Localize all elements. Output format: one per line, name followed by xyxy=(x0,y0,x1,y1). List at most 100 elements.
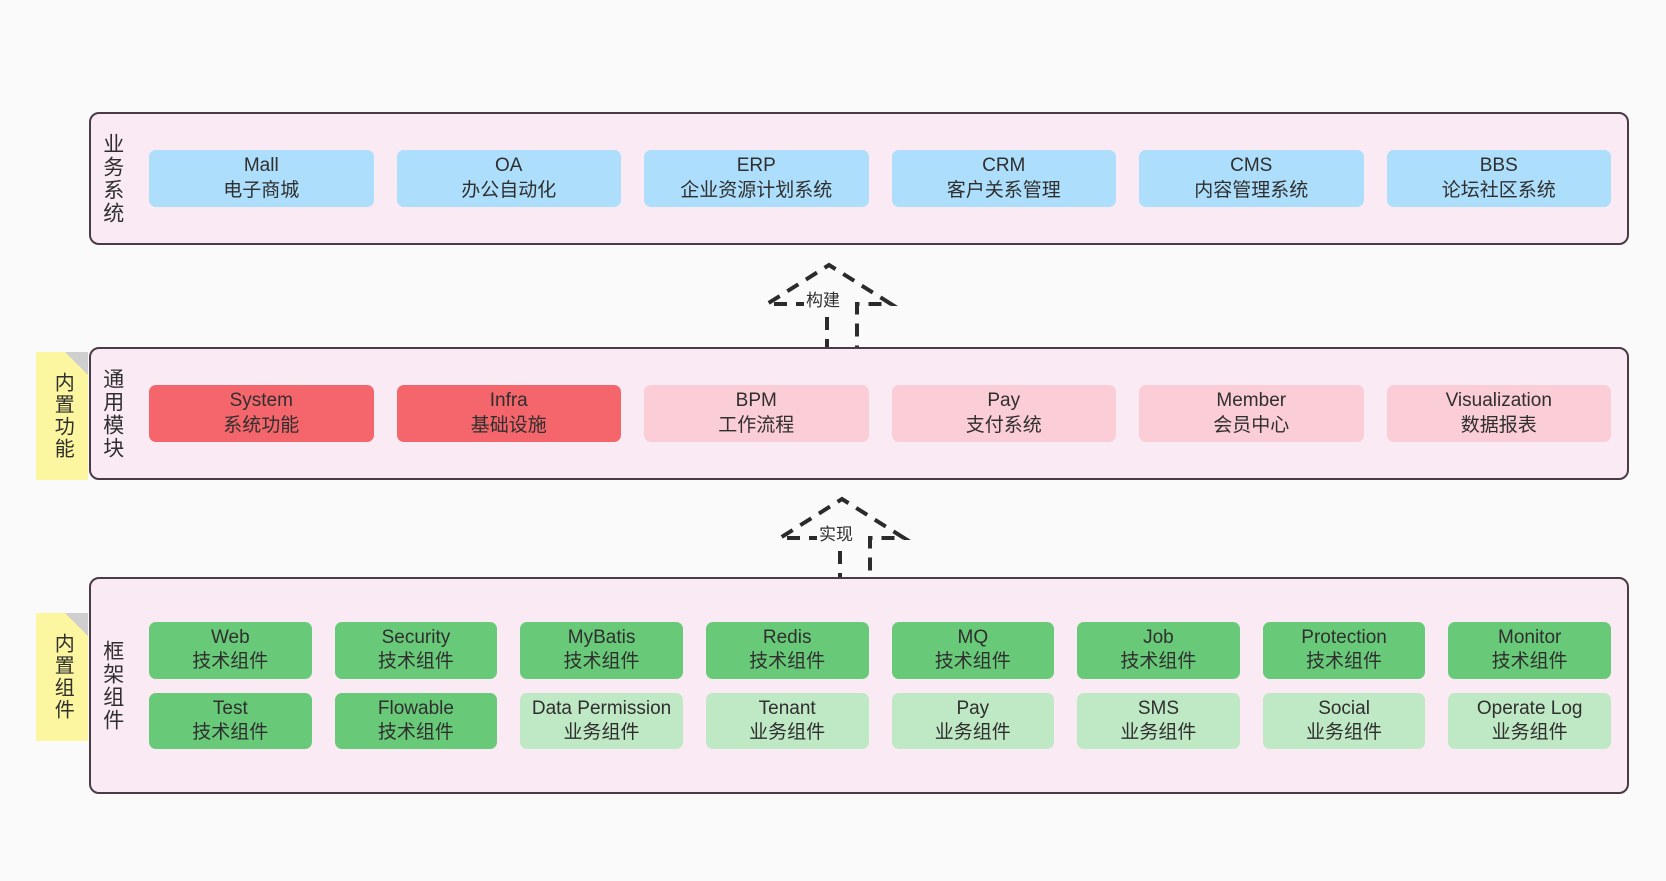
card-visualization-subtitle: 数据报表 xyxy=(1460,414,1537,436)
card-flowable-title: Flowable xyxy=(377,697,454,719)
connector-implement: 实现 xyxy=(770,496,920,586)
note-builtin-function-label: 内置功能 xyxy=(51,372,74,460)
card-cms-subtitle: 内容管理系统 xyxy=(1194,179,1309,201)
card-cms[interactable]: CMS 内容管理系统 xyxy=(1139,150,1364,207)
card-infra-subtitle: 基础设施 xyxy=(470,414,547,436)
card-bpm-subtitle: 工作流程 xyxy=(718,414,795,436)
note-fold-corner-icon xyxy=(65,613,88,636)
card-bbs-subtitle: 论坛社区系统 xyxy=(1441,179,1556,201)
card-protection-subtitle: 技术组件 xyxy=(1306,651,1383,673)
card-system-subtitle: 系统功能 xyxy=(223,414,300,436)
card-protection[interactable]: Protection 技术组件 xyxy=(1262,621,1426,679)
card-crm-subtitle: 客户关系管理 xyxy=(946,179,1061,201)
card-crm[interactable]: CRM 客户关系管理 xyxy=(891,150,1116,207)
card-pay[interactable]: Pay 支付系统 xyxy=(891,385,1116,442)
note-fold-corner-icon xyxy=(65,352,88,375)
row-tech-components: Web 技术组件 Security 技术组件 MyBatis 技术组件 Redi… xyxy=(149,621,1611,679)
card-mybatis-title: MyBatis xyxy=(567,626,636,648)
card-protection-title: Protection xyxy=(1301,626,1387,648)
card-web-title: Web xyxy=(210,626,250,648)
card-mall[interactable]: Mall 电子商城 xyxy=(149,150,374,207)
card-mq-title: MQ xyxy=(957,626,989,648)
card-social-title: Social xyxy=(1318,697,1370,719)
card-monitor[interactable]: Monitor 技术组件 xyxy=(1448,621,1611,679)
card-monitor-subtitle: 技术组件 xyxy=(1491,651,1568,673)
card-mybatis[interactable]: MyBatis 技术组件 xyxy=(520,621,683,679)
note-builtin-component: 内置组件 xyxy=(36,613,88,741)
card-social[interactable]: Social 业务组件 xyxy=(1262,692,1426,750)
card-web-subtitle: 技术组件 xyxy=(192,651,269,673)
card-mq[interactable]: MQ 技术组件 xyxy=(891,621,1055,679)
connector-build: 构建 xyxy=(757,262,907,352)
card-bbs-title: BBS xyxy=(1479,155,1518,177)
row-business-systems: Mall 电子商城 OA 办公自动化 ERP 企业资源计划系统 CRM 客户关系… xyxy=(149,150,1611,207)
card-test-subtitle: 技术组件 xyxy=(192,721,269,743)
card-bpm-title: BPM xyxy=(735,390,777,412)
card-test[interactable]: Test 技术组件 xyxy=(149,692,312,750)
card-pay-subtitle: 支付系统 xyxy=(965,414,1042,436)
card-crm-title: CRM xyxy=(982,155,1026,177)
card-sms[interactable]: SMS 业务组件 xyxy=(1077,692,1240,750)
card-security[interactable]: Security 技术组件 xyxy=(334,621,498,679)
card-tenant[interactable]: Tenant 业务组件 xyxy=(705,692,869,750)
card-data-permission-subtitle: 业务组件 xyxy=(563,721,640,743)
layer-title-framework-component: 框架组件 xyxy=(100,639,124,732)
card-social-subtitle: 业务组件 xyxy=(1306,721,1383,743)
layer-framework-component: 框架组件 Web 技术组件 Security 技术组件 MyBatis 技术组件… xyxy=(89,577,1629,794)
card-redis-title: Redis xyxy=(762,626,812,648)
card-oa-subtitle: 办公自动化 xyxy=(461,179,557,201)
card-pay-component-title: Pay xyxy=(956,697,990,719)
card-cms-title: CMS xyxy=(1230,155,1273,177)
card-job[interactable]: Job 技术组件 xyxy=(1077,621,1240,679)
card-oa[interactable]: OA 办公自动化 xyxy=(396,150,621,207)
layer-title-common-module: 通用模块 xyxy=(100,367,124,460)
card-data-permission[interactable]: Data Permission 业务组件 xyxy=(520,692,683,750)
card-sms-subtitle: 业务组件 xyxy=(1120,721,1197,743)
card-tenant-subtitle: 业务组件 xyxy=(749,721,826,743)
card-member-title: Member xyxy=(1216,390,1287,412)
layer-body-framework-component: Web 技术组件 Security 技术组件 MyBatis 技术组件 Redi… xyxy=(133,579,1627,792)
card-mq-subtitle: 技术组件 xyxy=(934,651,1011,673)
card-security-subtitle: 技术组件 xyxy=(377,651,454,673)
card-operate-log[interactable]: Operate Log 业务组件 xyxy=(1448,692,1611,750)
card-tenant-title: Tenant xyxy=(758,697,816,719)
card-oa-title: OA xyxy=(495,155,523,177)
layer-body-common-module: System 系统功能 Infra 基础设施 BPM 工作流程 Pay 支付系统… xyxy=(133,349,1627,478)
layer-business-system: 业务系统 Mall 电子商城 OA 办公自动化 ERP 企业资源计划系统 CRM… xyxy=(89,112,1629,245)
card-monitor-title: Monitor xyxy=(1498,626,1562,648)
card-infra[interactable]: Infra 基础设施 xyxy=(396,385,621,442)
card-erp[interactable]: ERP 企业资源计划系统 xyxy=(644,150,869,207)
row-common-modules: System 系统功能 Infra 基础设施 BPM 工作流程 Pay 支付系统… xyxy=(149,385,1611,442)
card-redis[interactable]: Redis 技术组件 xyxy=(705,621,869,679)
card-mall-title: Mall xyxy=(243,155,279,177)
card-visualization-title: Visualization xyxy=(1445,390,1552,412)
card-job-title: Job xyxy=(1143,626,1174,648)
card-member-subtitle: 会员中心 xyxy=(1213,414,1290,436)
card-web[interactable]: Web 技术组件 xyxy=(149,621,312,679)
card-mybatis-subtitle: 技术组件 xyxy=(563,651,640,673)
card-system[interactable]: System 系统功能 xyxy=(149,385,374,442)
card-member[interactable]: Member 会员中心 xyxy=(1139,385,1364,442)
card-operate-log-subtitle: 业务组件 xyxy=(1491,721,1568,743)
card-erp-subtitle: 企业资源计划系统 xyxy=(680,179,833,201)
connector-build-label: 构建 xyxy=(804,286,842,311)
card-pay-component[interactable]: Pay 业务组件 xyxy=(891,692,1055,750)
card-flowable[interactable]: Flowable 技术组件 xyxy=(334,692,498,750)
card-test-title: Test xyxy=(212,697,248,719)
layer-title-business-system: 业务系统 xyxy=(100,132,124,225)
row-business-components: Test 技术组件 Flowable 技术组件 Data Permission … xyxy=(149,692,1611,750)
card-mall-subtitle: 电子商城 xyxy=(223,179,300,201)
card-flowable-subtitle: 技术组件 xyxy=(377,721,454,743)
card-bpm[interactable]: BPM 工作流程 xyxy=(644,385,869,442)
card-infra-title: Infra xyxy=(489,390,528,412)
card-visualization[interactable]: Visualization 数据报表 xyxy=(1386,385,1611,442)
connector-implement-label: 实现 xyxy=(817,520,855,545)
card-security-title: Security xyxy=(381,626,451,648)
card-pay-title: Pay xyxy=(987,390,1021,412)
card-operate-log-title: Operate Log xyxy=(1476,697,1583,719)
card-job-subtitle: 技术组件 xyxy=(1120,651,1197,673)
layer-common-module: 通用模块 System 系统功能 Infra 基础设施 BPM 工作流程 Pay… xyxy=(89,347,1629,480)
note-builtin-component-label: 内置组件 xyxy=(51,633,74,721)
card-bbs[interactable]: BBS 论坛社区系统 xyxy=(1386,150,1611,207)
